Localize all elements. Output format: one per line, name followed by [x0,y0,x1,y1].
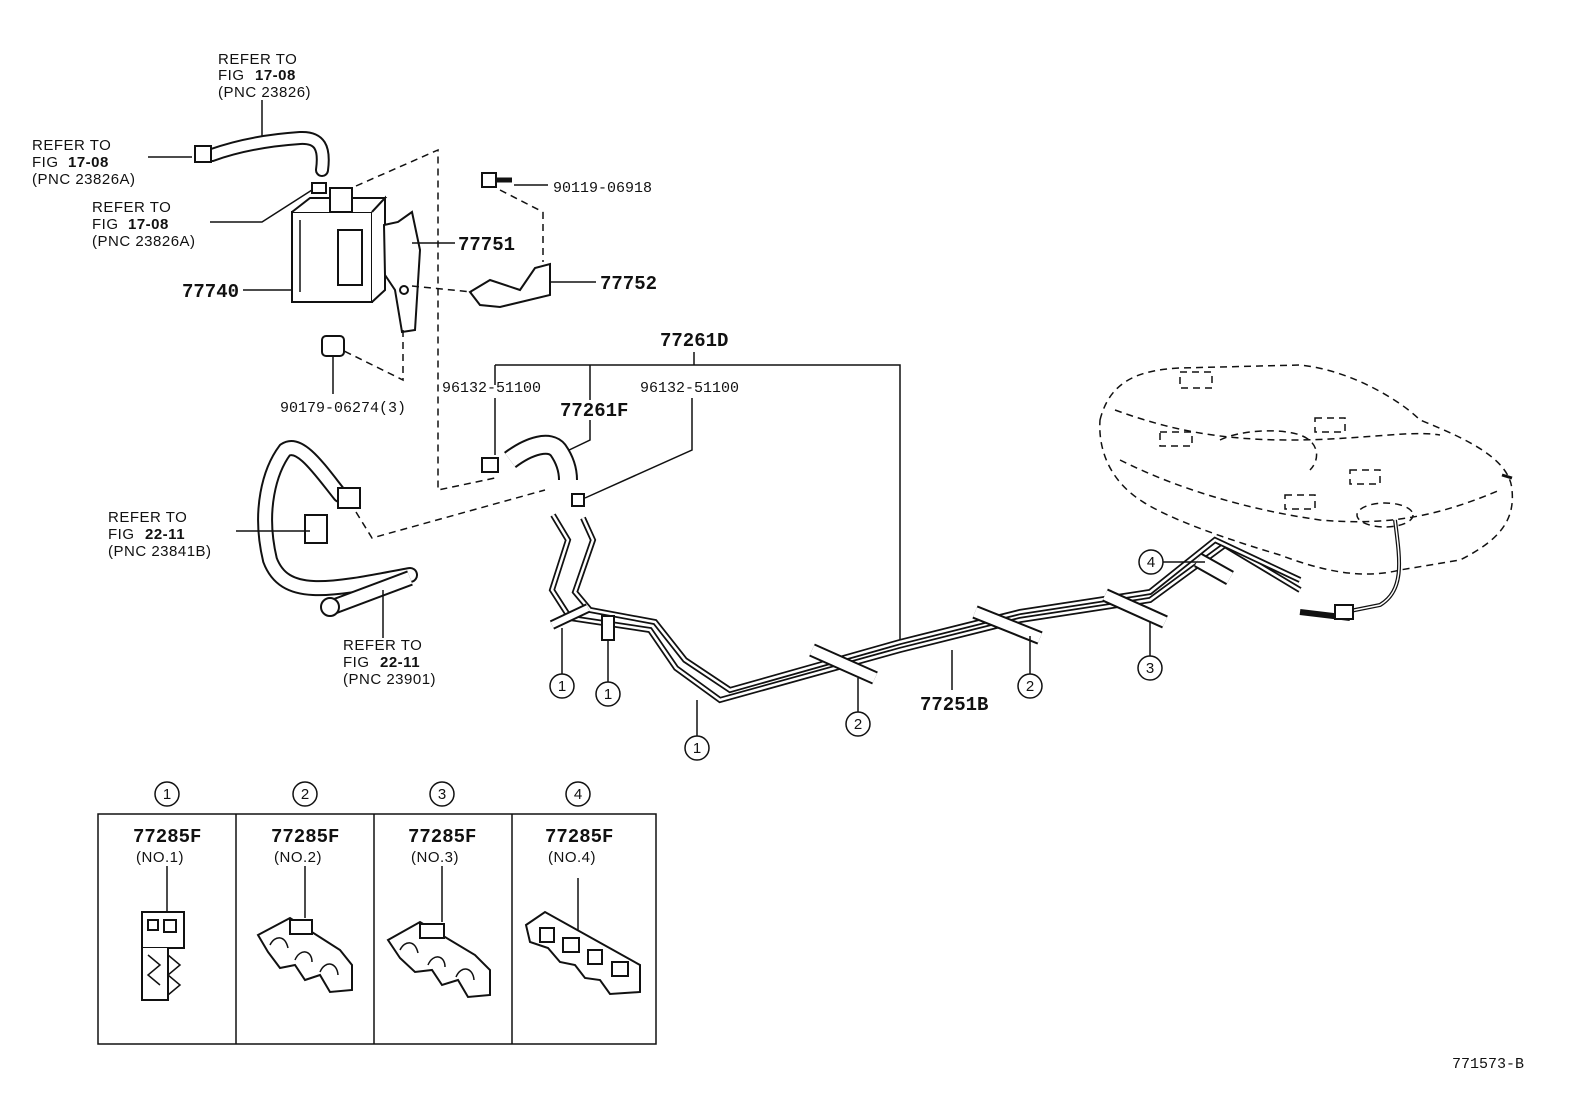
bracket-77751 [382,210,422,334]
dashed-line [355,489,546,539]
callout-1b: 1 [595,640,621,707]
part-90119-label: 90119-06918 [553,180,652,197]
part-77251B-label: 77251B [920,694,988,716]
clamp-3-sub: (NO.3) [411,849,459,866]
svg-text:1: 1 [558,678,566,695]
refer-mid-pnc: (PNC 23841B) [108,543,212,560]
leader-line [584,398,693,499]
leader-bracket [495,364,901,645]
refer-mid-fig: FIG [108,526,135,543]
clamp-4-sub: (NO.4) [548,849,596,866]
clamp-band [601,615,615,641]
clamp-2-num: 2 [301,786,309,803]
part-77261F-label: 77261F [560,400,628,422]
clamp-3-part: 77285F [408,826,476,848]
svg-text:2: 2 [1026,678,1034,695]
part-77740-label: 77740 [182,281,239,303]
refer-left2-line1: REFER TO [92,199,171,216]
leader-line [564,420,591,453]
leader-line [210,189,313,223]
callout-1a: 1 [549,628,575,699]
clamp-1-part: 77285F [133,826,201,848]
refer-low-fig-no: 22-11 [380,654,420,671]
callout-2b: 2 [1017,636,1043,699]
figure-id: 771573-B [1452,1056,1524,1073]
refer-left1-pnc: (PNC 23826A) [32,171,136,188]
refer-label-left2: REFER TO FIG 17-08 (PNC 23826A) [92,199,196,250]
clamp-col-3: 3 77285F (NO.3) [386,781,491,999]
callout-2a: 2 [845,678,871,737]
svg-text:3: 3 [1146,660,1154,677]
fuel-tank [1099,364,1514,621]
clamp-2-sub: (NO.2) [274,849,322,866]
dashed-line [411,285,473,293]
clamp-col-2: 2 77285F (NO.2) [256,781,353,994]
charcoal-canister [291,182,388,303]
refer-low-pnc: (PNC 23901) [343,671,436,688]
hose-clip-icon [481,457,499,473]
part-77751-label: 77751 [458,234,515,256]
hose-clip-icon [571,493,585,507]
refer-low-line1: REFER TO [343,637,422,654]
svg-text:1: 1 [604,686,612,703]
refer-left2-fig-no: 17-08 [128,216,169,233]
clamp-table [97,813,657,1045]
refer-top-line1: REFER TO [218,51,297,68]
hose-77261F [481,434,585,507]
clamp-no3-icon [386,920,491,999]
part-77752-label: 77752 [600,273,657,295]
clamp-no1-icon [141,911,185,1001]
bolt-90119 [481,172,512,188]
callout-1c: 1 [684,700,710,761]
clamp-1-sub: (NO.1) [136,849,184,866]
svg-text:1: 1 [693,740,701,757]
refer-label-left1: REFER TO FIG 17-08 (PNC 23826A) [32,137,136,188]
part-96132-a-label: 96132-51100 [442,380,541,397]
refer-top-fig: FIG [218,67,245,84]
refer-left1-line1: REFER TO [32,137,111,154]
part-77261D-label: 77261D [660,330,728,352]
dashed-line [355,148,496,491]
fuel-tubes [548,513,1302,704]
refer-label-low: REFER TO FIG 22-11 (PNC 23901) [343,637,436,688]
clamp-no2-icon [256,916,353,994]
svg-text:4: 4 [1147,554,1155,571]
clamp-1-num: 1 [163,786,171,803]
filler-hose-assembly [257,440,418,617]
refer-mid-fig-no: 22-11 [145,526,185,543]
part-90179-label: 90179-06274(3) [280,400,406,417]
dashed-line [341,330,404,382]
refer-top-pnc: (PNC 23826) [218,84,311,101]
dashed-line [499,189,544,213]
clamp-no4-icon [524,910,641,996]
hose-clip-icon [194,145,212,163]
callout-4: 4 [1138,549,1205,575]
clamp-col-4: 4 77285F (NO.4) [524,781,641,996]
refer-label-mid: REFER TO FIG 22-11 (PNC 23841B) [108,509,212,560]
clamp-2-part: 77285F [271,826,339,848]
svg-text:2: 2 [854,716,862,733]
refer-left1-fig-no: 17-08 [68,154,109,171]
refer-top-fig-no: 17-08 [255,67,296,84]
refer-mid-line1: REFER TO [108,509,187,526]
refer-left2-pnc: (PNC 23826A) [92,233,196,250]
refer-left2-fig: FIG [92,216,119,233]
refer-left1-fig: FIG [32,154,59,171]
refer-low-fig: FIG [343,654,370,671]
clamp-4-part: 77285F [545,826,613,848]
top-hose [194,130,330,177]
bracket-77752 [468,262,551,309]
refer-label-top: REFER TO FIG 17-08 (PNC 23826) [218,51,311,101]
clamp-4-num: 4 [574,786,582,803]
callout-3: 3 [1137,622,1163,681]
clamp-col-1: 1 77285F (NO.1) [133,781,201,1001]
grommet-90179 [321,335,345,357]
part-96132-b-label: 96132-51100 [640,380,739,397]
clamp-3-num: 3 [438,786,446,803]
